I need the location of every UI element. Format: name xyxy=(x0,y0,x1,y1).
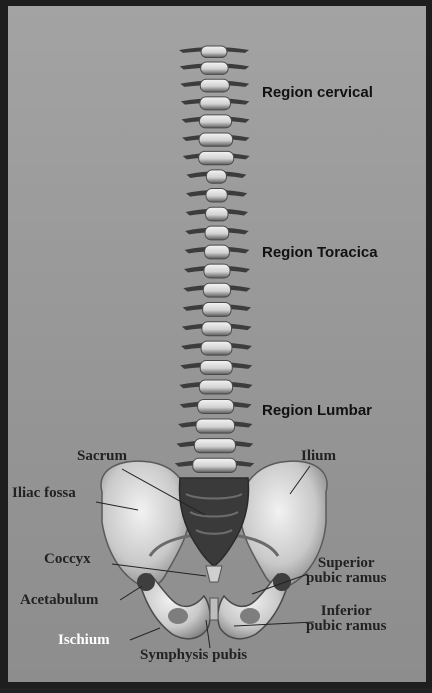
vertebral-body xyxy=(204,264,230,278)
region-thoracic-label: Region Toracica xyxy=(262,245,378,260)
vertebral-body xyxy=(200,115,232,128)
vertebral-body xyxy=(196,419,235,433)
vertebral-body xyxy=(203,283,230,297)
vertebral-body xyxy=(199,151,234,164)
vertebral-body xyxy=(205,245,230,259)
vertebral-body xyxy=(199,133,233,146)
vertebral-body xyxy=(193,458,237,472)
right-acetabulum xyxy=(273,573,291,591)
coccyx-label: Coccyx xyxy=(44,552,91,567)
right-obturator-foramen xyxy=(240,608,260,624)
region-lumbar-label: Region Lumbar xyxy=(262,403,372,418)
acetabulum-label: Acetabulum xyxy=(20,593,98,608)
vertebral-body xyxy=(202,322,232,336)
ilium-label: Ilium xyxy=(301,449,336,464)
vertebral-body xyxy=(203,303,231,317)
vertebral-body xyxy=(200,97,231,110)
superior-pubic-ramus-line2: pubic ramus xyxy=(306,571,386,586)
vertebral-body xyxy=(201,62,229,74)
vertebral-body xyxy=(206,170,226,183)
inferior-pubic-ramus-label: Inferior pubic ramus xyxy=(306,604,386,634)
superior-pubic-ramus-line1: Superior xyxy=(306,556,386,571)
left-obturator-foramen xyxy=(168,608,188,624)
left-acetabulum xyxy=(137,573,155,591)
sacrum-label: Sacrum xyxy=(77,449,127,464)
ischium-label: Ischium xyxy=(58,633,110,648)
vertebral-body xyxy=(201,341,232,355)
superior-pubic-ramus-label: Superior pubic ramus xyxy=(306,556,386,586)
vertebral-body xyxy=(198,399,234,413)
vertebral-body xyxy=(200,79,229,92)
vertebral-body xyxy=(206,207,228,221)
symphysis-pubis-label: Symphysis pubis xyxy=(140,648,247,663)
inferior-pubic-ramus-line2: pubic ramus xyxy=(306,619,386,634)
inferior-pubic-ramus-line1: Inferior xyxy=(306,604,386,619)
vertebral-body xyxy=(201,46,227,58)
region-cervical-label: Region cervical xyxy=(262,85,373,100)
vertebral-body xyxy=(206,189,227,203)
vertebral-body xyxy=(205,226,229,240)
pubic-symphysis xyxy=(210,598,218,620)
vertebral-body xyxy=(194,439,235,453)
vertebral-body xyxy=(200,361,232,375)
vertebral-body xyxy=(199,380,232,394)
iliac-fossa-label: Iliac fossa xyxy=(12,486,76,501)
